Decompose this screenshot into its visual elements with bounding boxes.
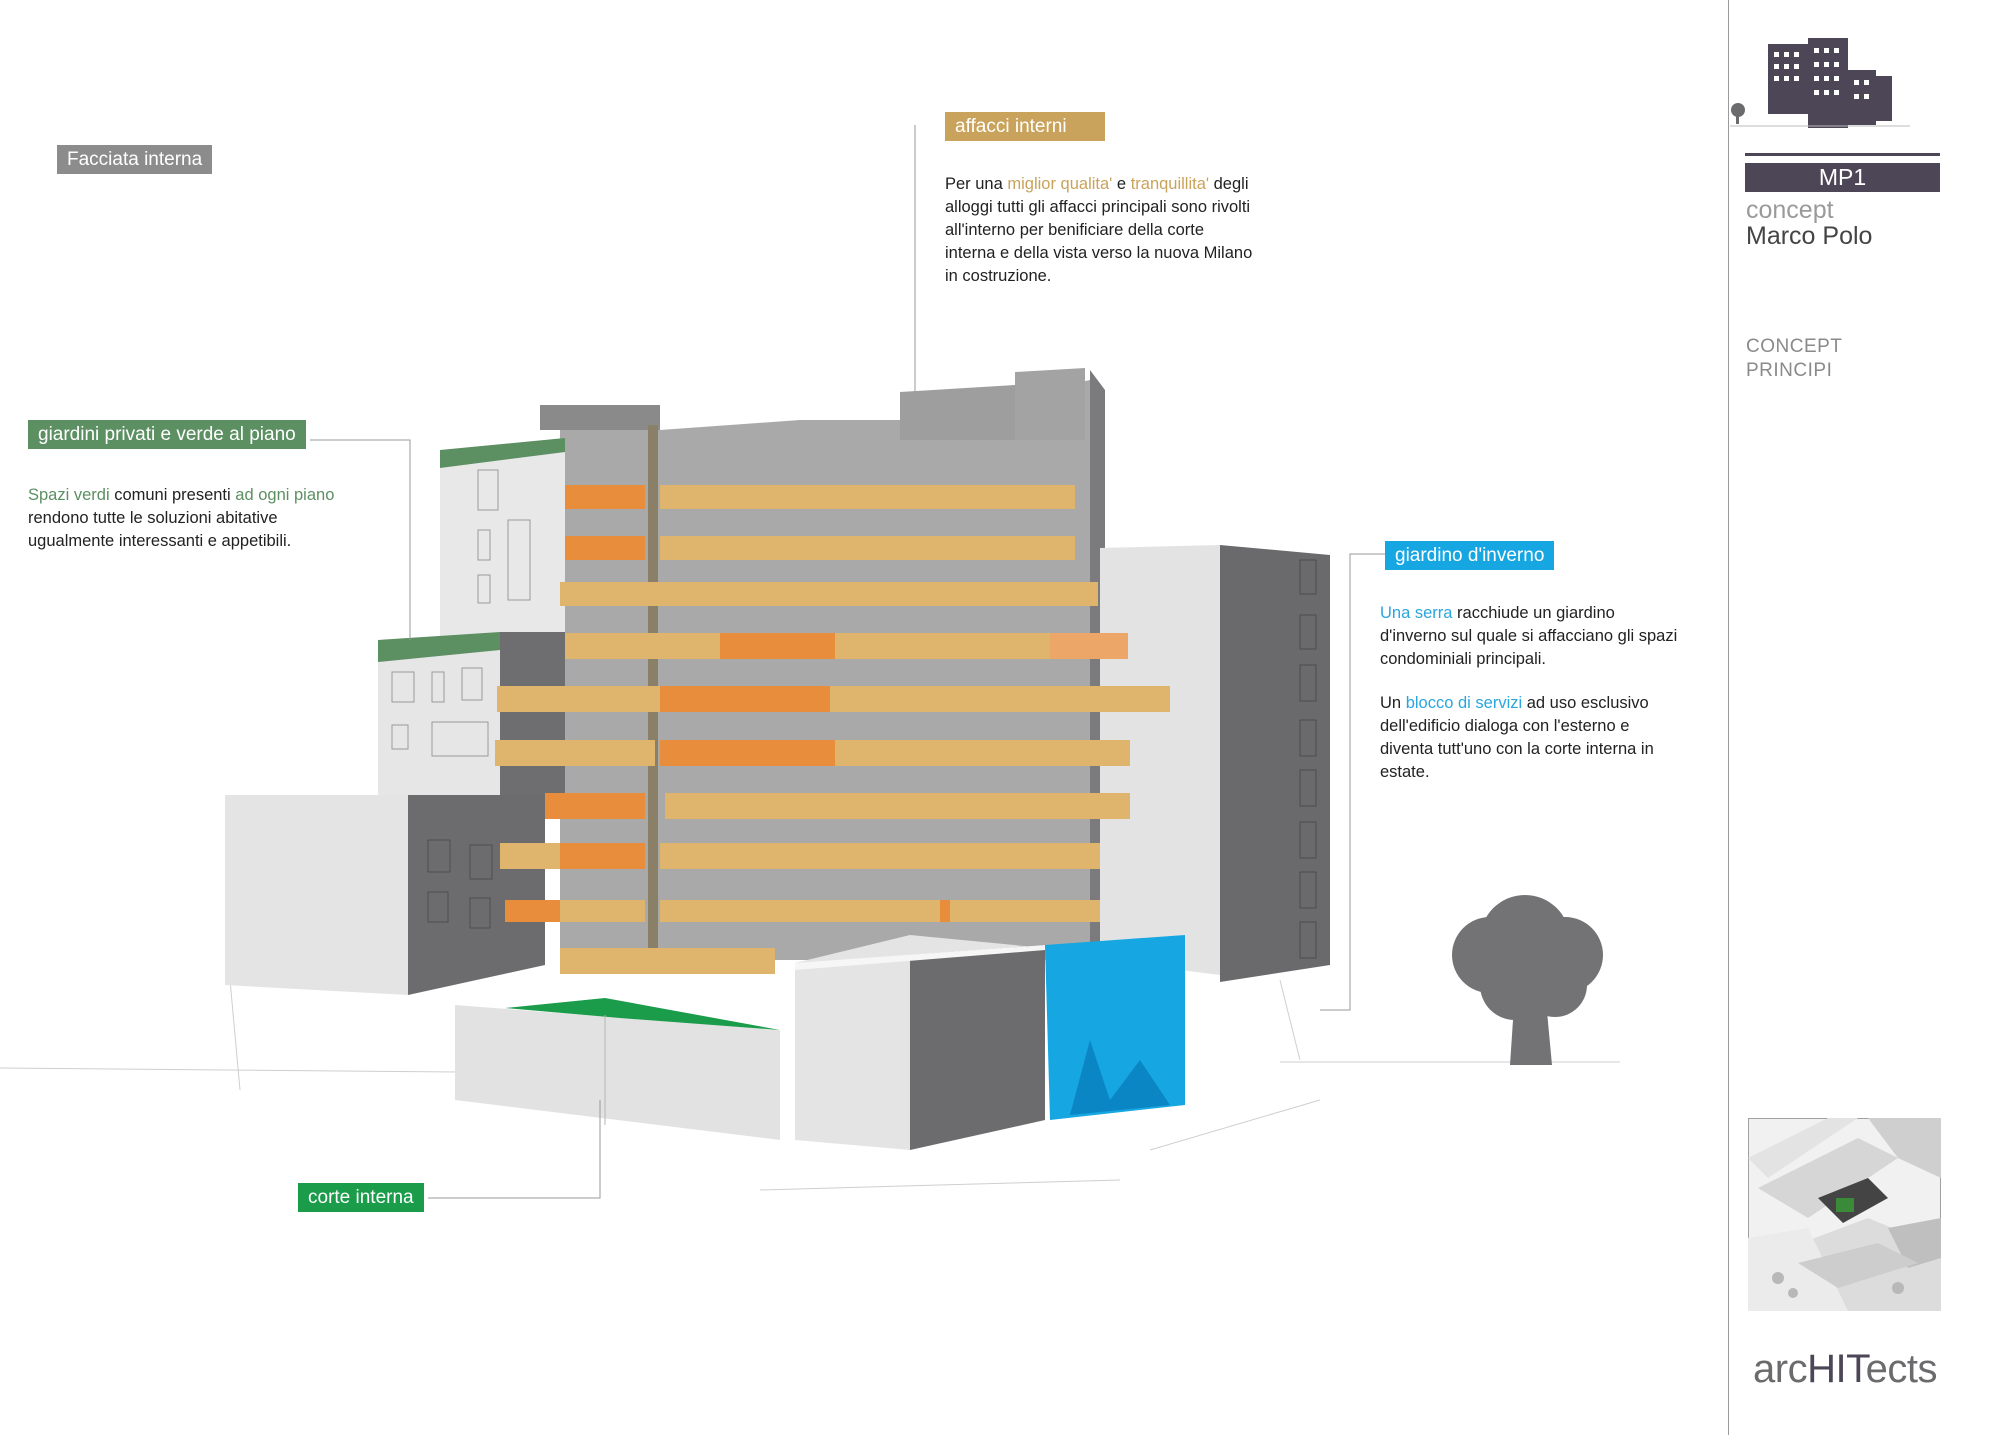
tree-icon xyxy=(1452,895,1603,1065)
building-axonometric xyxy=(0,125,1620,1199)
sidebar-project-name: Marco Polo xyxy=(1746,222,1873,250)
ground-lines xyxy=(0,979,1620,1191)
sidebar-concept: concept xyxy=(1746,196,1834,224)
tower-main xyxy=(540,368,1105,960)
left-middle-block xyxy=(378,632,565,800)
service-block xyxy=(795,935,1185,1150)
label-affacci-interni: affacci interni xyxy=(945,112,1105,141)
sidebar-rule-top xyxy=(1745,153,1940,156)
sidebar-building-icon xyxy=(1730,38,1910,128)
corte-block xyxy=(455,998,780,1140)
label-facciata-interna: Facciata interna xyxy=(57,145,213,174)
site-aerial-thumbnail xyxy=(1748,1118,1941,1311)
right-tower-block xyxy=(1100,545,1330,982)
giardini-description: Spazi verdi comuni presenti ad ogni pian… xyxy=(28,486,335,550)
left-low-block xyxy=(225,795,545,995)
left-upper-block xyxy=(440,438,565,650)
project-code-badge: MP1 xyxy=(1745,163,1940,192)
leader-lines xyxy=(310,125,1385,1199)
label-corte-interna: corte interna xyxy=(298,1183,424,1212)
label-giardini-privati: giardini privati e verde al piano xyxy=(28,420,306,449)
project-code: MP1 xyxy=(1818,164,1867,190)
inverno-description: Una serra racchiude un giardino d'invern… xyxy=(1380,604,1678,781)
sidebar-section-line2: PRINCIPI xyxy=(1746,360,1833,381)
sidebar-section-line1: CONCEPT xyxy=(1746,336,1843,357)
brand-logo: arcHITects xyxy=(1753,1347,1937,1391)
sidebar-divider xyxy=(1728,0,1729,1435)
affacci-description: Per una miglior qualita' e tranquillita'… xyxy=(945,175,1253,285)
label-giardino-inverno: giardino d'inverno xyxy=(1385,541,1555,570)
balcony-bands xyxy=(495,485,1170,974)
